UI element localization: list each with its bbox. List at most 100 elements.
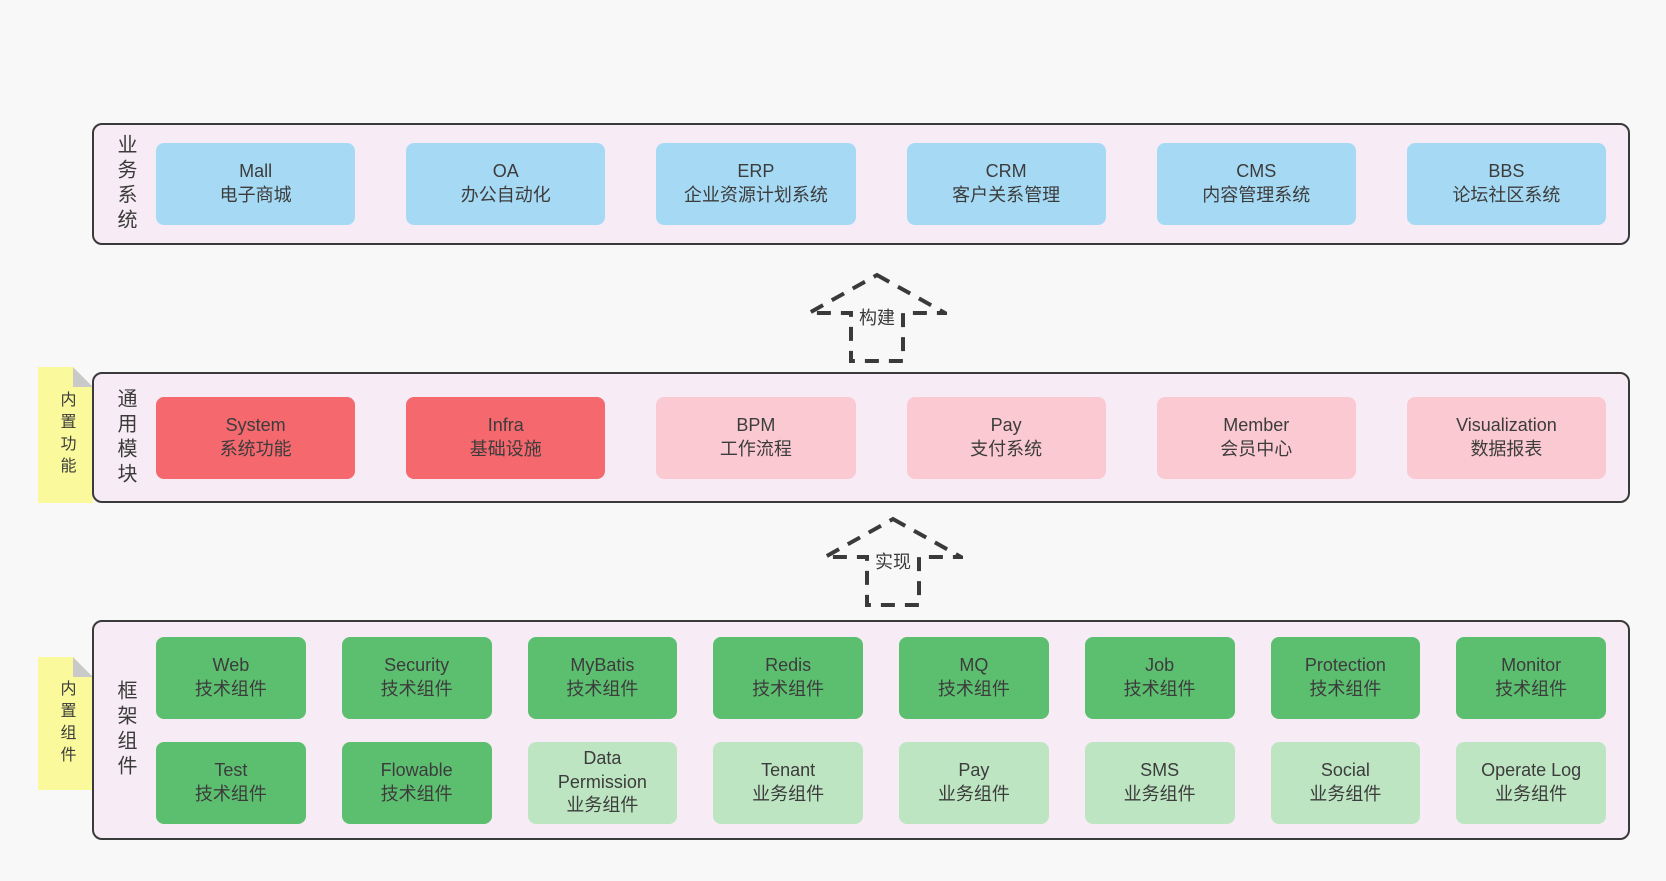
box-title: BBS: [1488, 161, 1525, 182]
box-tenant: Tenant 业务组件: [713, 741, 863, 824]
section-label-wrap: 通用模块: [94, 374, 156, 501]
sticky-note-text: 内置功能: [57, 391, 75, 479]
box-title: Member: [1223, 414, 1290, 435]
section-common-modules: 通用模块 System 系统功能 Infra 基础设施 BPM 工作流程 Pay 支付系统 Me…: [92, 372, 1630, 503]
box-title: CMS: [1236, 161, 1277, 182]
component-row: System 系统功能 Infra 基础设施 BPM 工作流程 Pay 支付系统 Member 会…: [156, 396, 1607, 479]
box-subtitle: 电子商城: [219, 185, 292, 205]
section-framework-components-label: 框架组件: [114, 680, 136, 780]
common-modules-boxes: System 系统功能 Infra 基础设施 BPM 工作流程 Pay 支付系统 Member 会…: [156, 374, 1628, 501]
box-flowable: Flowable 技术组件: [341, 741, 492, 824]
block-arrow-up-icon: [807, 272, 947, 363]
box-title: Job: [1145, 654, 1175, 675]
box-title: BPM: [736, 414, 776, 435]
sticky-note-builtin-features: 内置功能: [38, 367, 93, 503]
arrow-build-label: 构建: [855, 303, 899, 331]
sticky-note-text: 内置组件: [57, 679, 75, 768]
box-subtitle: 办公自动化: [460, 185, 551, 205]
box-title: Protection: [1304, 654, 1386, 675]
box-subtitle: 业务组件: [1123, 783, 1196, 804]
box-subtitle: 技术组件: [380, 678, 453, 699]
box-erp: ERP 企业资源计划系统: [656, 143, 856, 225]
box-subtitle: 技术组件: [1123, 678, 1196, 699]
box-mybatis: MyBatis 技术组件: [527, 636, 678, 719]
box-security: Security 技术组件: [341, 636, 492, 719]
box-title: Visualization: [1456, 414, 1557, 435]
box-subtitle: 技术组件: [566, 678, 639, 699]
section-label-wrap: 框架组件: [94, 622, 156, 838]
box-subtitle: 技术组件: [937, 678, 1010, 699]
box-subtitle: 企业资源计划系统: [683, 185, 828, 205]
box-subtitle: 业务组件: [937, 783, 1010, 804]
box-monitor: Monitor 技术组件: [1456, 636, 1606, 719]
box-subtitle: 业务组件: [1309, 783, 1382, 804]
box-bpm: BPM 工作流程: [656, 396, 856, 479]
box-title: Tenant: [761, 759, 816, 780]
box-title: CRM: [985, 161, 1027, 182]
arrow-implement-label: 实现: [871, 547, 915, 575]
box-title: Web: [212, 654, 250, 675]
box-subtitle: 技术组件: [752, 678, 825, 699]
box-protection: Protection 技术组件: [1270, 636, 1421, 719]
box-title: OA: [492, 161, 519, 182]
box-title: ERP: [737, 161, 775, 182]
box-title: Test: [214, 759, 248, 780]
box-subtitle: 支付系统: [970, 438, 1043, 459]
box-subtitle: 基础设施: [469, 438, 542, 459]
box-subtitle: 业务组件: [752, 783, 825, 804]
box-bbs: BBS 论坛社区系统: [1406, 143, 1607, 225]
box-operate-log: Operate Log 业务组件: [1456, 741, 1606, 824]
box-title: Pay: [990, 414, 1022, 435]
section-common-modules-label: 通用模块: [114, 387, 136, 488]
box-title: Flowable: [380, 759, 453, 780]
box-title: Infra: [487, 414, 524, 435]
box-subtitle: 数据报表: [1470, 438, 1543, 459]
box-title: System: [225, 414, 286, 435]
box-title: Security: [384, 654, 450, 675]
box-cms: CMS 内容管理系统: [1156, 143, 1356, 225]
box-subtitle: 内容管理系统: [1202, 185, 1311, 205]
box-subtitle: 会员中心: [1220, 438, 1293, 459]
box-subtitle: 技术组件: [1309, 678, 1382, 699]
box-subtitle: 技术组件: [1495, 678, 1568, 699]
box-social: Social 业务组件: [1270, 741, 1421, 824]
box-visualization: Visualization 数据报表: [1406, 396, 1607, 479]
box-system: System 系统功能: [156, 396, 356, 479]
arrow-build: 构建: [807, 272, 947, 364]
box-subtitle: 系统功能: [219, 438, 292, 459]
box-subtitle: 论坛社区系统: [1452, 185, 1561, 205]
box-subtitle: 技术组件: [380, 783, 453, 804]
box-mq: MQ 技术组件: [899, 636, 1049, 719]
box-title: MyBatis: [570, 654, 635, 675]
box-title: Monitor: [1501, 654, 1562, 675]
box-subtitle: 业务组件: [1495, 783, 1568, 804]
box-subtitle: 业务组件: [566, 795, 639, 816]
box-oa: OA 办公自动化: [406, 143, 606, 225]
section-label-wrap: 业务系统: [94, 125, 156, 243]
box-title: Mall: [239, 161, 273, 182]
box-title: Data Permission: [557, 747, 647, 792]
box-mall: Mall 电子商城: [156, 143, 356, 225]
box-subtitle: 技术组件: [194, 678, 267, 699]
box-subtitle: 工作流程: [719, 438, 792, 459]
block-arrow-up-icon: [823, 516, 963, 607]
box-title: MQ: [959, 654, 989, 675]
box-title: Social: [1320, 759, 1370, 780]
section-business-systems-label: 业务系统: [114, 134, 136, 234]
arrow-implement: 实现: [823, 516, 963, 608]
box-title: Operate Log: [1481, 759, 1582, 780]
box-infra: Infra 基础设施: [406, 396, 606, 479]
box-job: Job 技术组件: [1084, 636, 1235, 719]
